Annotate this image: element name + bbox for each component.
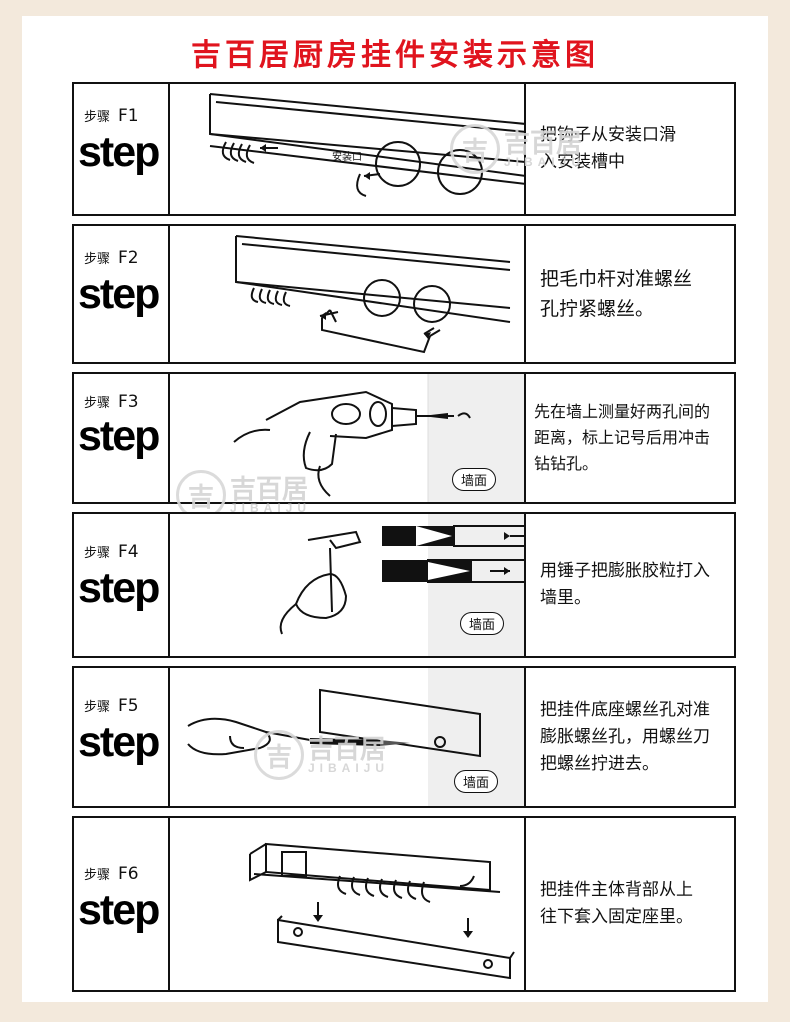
step-word: step xyxy=(78,886,160,934)
step-description-cell: 把钩子从安装口滑入安装槽中 xyxy=(526,84,734,214)
watermark-logo: 吉 xyxy=(254,730,304,780)
towel-bar-illustration xyxy=(235,235,511,354)
wall-label: 墙面 xyxy=(460,612,505,635)
step-description-cell: 把挂件主体背部从上往下套入固定座里。 xyxy=(526,818,734,990)
step-illustration: 墙面 xyxy=(170,668,526,806)
wall-label: 墙面 xyxy=(454,770,499,793)
mount-rack-illustration xyxy=(249,842,515,980)
step-description: 把挂件主体背部从上往下套入固定座里。 xyxy=(540,880,693,927)
page-title: 吉百居厨房挂件安装示意图 xyxy=(191,38,599,73)
step-word: step xyxy=(78,128,160,176)
step-illustration: 墙面 xyxy=(170,514,526,656)
step-description: 把挂件底座螺丝孔对准膨胀螺丝孔，用螺丝刀把螺丝拧进去。 xyxy=(540,699,710,774)
step-description: 把钩子从安装口滑入安装槽中 xyxy=(540,125,676,172)
step-description-cell: 把毛巾杆对准螺丝孔拧紧螺丝。 xyxy=(526,226,734,362)
step-description-cell: 先在墙上测量好两孔间的距离，标上记号后用冲击钻钻孔。 xyxy=(526,374,734,502)
step-description: 先在墙上测量好两孔间的距离，标上记号后用冲击钻钻孔。 xyxy=(534,402,711,473)
step-word: step xyxy=(78,718,160,766)
wall-label: 墙面 xyxy=(452,468,497,491)
step-description: 用锤子把膨胀胶粒打入墙里。 xyxy=(540,561,710,608)
step-illustration xyxy=(170,226,526,362)
step-description: 把毛巾杆对准螺丝孔拧紧螺丝。 xyxy=(540,268,693,320)
watermark-logo: 吉 xyxy=(450,124,500,174)
step-description-cell: 用锤子把膨胀胶粒打入墙里。 xyxy=(526,514,734,656)
step-word: step xyxy=(78,270,160,318)
install-port-label: 安装口 xyxy=(332,150,362,163)
step-word: step xyxy=(78,564,160,612)
step-word: step xyxy=(78,412,160,460)
step-illustration xyxy=(170,818,526,990)
step-description-cell: 把挂件底座螺丝孔对准膨胀螺丝孔，用螺丝刀把螺丝拧进去。 xyxy=(526,668,734,806)
step-illustration: 墙面 xyxy=(170,374,526,502)
